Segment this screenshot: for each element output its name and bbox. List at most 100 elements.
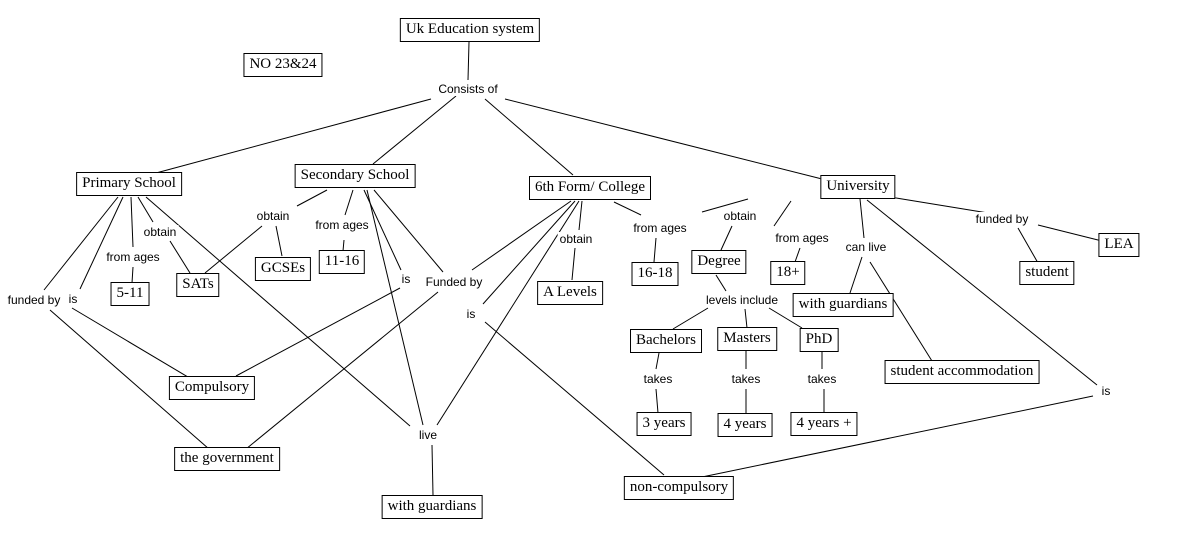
- connector-line: [773, 200, 792, 227]
- link-university-funded-by[interactable]: funded by: [973, 212, 1031, 226]
- connector-line: [436, 200, 580, 426]
- link-secondary-obtain[interactable]: obtain: [254, 209, 292, 223]
- concept-compulsory[interactable]: Compulsory: [168, 376, 256, 400]
- connector-line: [655, 388, 659, 414]
- link-masters-takes[interactable]: takes: [729, 372, 763, 386]
- concept-bachelors[interactable]: Bachelors: [630, 329, 702, 353]
- connector-line: [235, 287, 401, 377]
- concept-phd[interactable]: PhD: [799, 328, 839, 352]
- connector-line: [578, 200, 583, 231]
- connector-line: [245, 291, 439, 450]
- link-college-from-ages[interactable]: from ages: [631, 221, 689, 235]
- concept-4-years-plus[interactable]: 4 years +: [790, 412, 858, 436]
- link-primary-from-ages[interactable]: from ages: [104, 250, 162, 264]
- concept-university[interactable]: University: [820, 175, 896, 199]
- concept-ages-11-16[interactable]: 11-16: [318, 250, 366, 274]
- connector-line: [1017, 227, 1039, 264]
- connector-line: [869, 261, 933, 362]
- link-university-can-live[interactable]: can live: [843, 240, 889, 254]
- connector-line: [859, 198, 865, 239]
- concept-6th-form-college[interactable]: 6th Form/ College: [529, 176, 651, 200]
- concept-student[interactable]: student: [1019, 261, 1075, 285]
- connector-line: [204, 225, 263, 274]
- connector-line: [344, 189, 354, 216]
- connector-line: [484, 98, 574, 176]
- concept-primary-school[interactable]: Primary School: [76, 172, 182, 196]
- connector-line: [431, 444, 434, 496]
- connector-line: [744, 308, 748, 329]
- link-consists-of[interactable]: Consists of: [436, 82, 500, 96]
- connector-line: [672, 307, 709, 330]
- link-levels-include[interactable]: levels include: [703, 293, 781, 307]
- connector-line: [373, 189, 444, 273]
- link-university-is[interactable]: is: [1099, 384, 1113, 398]
- connector-line: [849, 256, 863, 294]
- concept-a-levels[interactable]: A Levels: [537, 281, 603, 305]
- link-university-from-ages[interactable]: from ages: [773, 231, 831, 245]
- link-primary-is[interactable]: is: [66, 292, 80, 306]
- concept-student-accommodation[interactable]: student accommodation: [884, 360, 1040, 384]
- concept-the-government[interactable]: the government: [174, 447, 280, 471]
- concept-gcses[interactable]: GCSEs: [254, 257, 312, 281]
- connector-line: [471, 200, 572, 271]
- link-funded-by[interactable]: Funded by: [423, 275, 485, 289]
- concept-lea[interactable]: LEA: [1098, 233, 1140, 257]
- link-university-obtain[interactable]: obtain: [721, 209, 759, 223]
- connector-line: [701, 395, 1094, 478]
- connector-line: [613, 201, 642, 216]
- concept-ages-16-18[interactable]: 16-18: [631, 262, 679, 286]
- connector-line: [889, 196, 989, 214]
- connector-line: [653, 237, 657, 263]
- connector-line: [131, 266, 134, 284]
- connector-line: [43, 196, 119, 291]
- link-live[interactable]: live: [416, 428, 440, 442]
- connector-line: [296, 189, 328, 207]
- link-primary-funded-by[interactable]: funded by: [5, 293, 63, 307]
- connector-line: [79, 196, 124, 290]
- connector-line: [275, 225, 283, 257]
- connector-line: [71, 307, 199, 384]
- connector-line: [484, 321, 665, 476]
- connector-line: [169, 240, 191, 274]
- concept-sats[interactable]: SATs: [176, 273, 220, 297]
- concept-uk-education-system[interactable]: Uk Education system: [399, 18, 541, 42]
- link-phd-takes[interactable]: takes: [805, 372, 839, 386]
- connector-line: [155, 98, 432, 174]
- connector-line: [467, 41, 470, 81]
- connector-line: [715, 274, 727, 292]
- concept-non-compulsory[interactable]: non-compulsory: [623, 476, 735, 500]
- concept-3-years[interactable]: 3 years: [636, 412, 692, 436]
- concept-no-23-24[interactable]: NO 23&24: [243, 53, 323, 77]
- connector-line: [571, 247, 576, 281]
- connector-line: [366, 189, 424, 426]
- link-secondary-from-ages[interactable]: from ages: [313, 218, 371, 232]
- concept-ages-5-11[interactable]: 5-11: [110, 282, 150, 306]
- connector-line: [701, 198, 749, 213]
- connector-line: [866, 199, 1098, 386]
- concept-degree[interactable]: Degree: [691, 250, 747, 274]
- connector-line: [504, 98, 827, 181]
- connector-line: [130, 196, 134, 248]
- connector-line: [372, 95, 457, 165]
- concept-secondary-school[interactable]: Secondary School: [294, 164, 416, 188]
- connector-line: [342, 239, 345, 252]
- concept-ages-18-plus[interactable]: 18+: [770, 261, 806, 285]
- connector-line: [720, 225, 733, 251]
- concept-with-guardians[interactable]: with guardians: [381, 495, 483, 519]
- link-college-is[interactable]: is: [464, 307, 478, 321]
- connector-line: [1037, 224, 1103, 242]
- concept-masters[interactable]: Masters: [717, 327, 777, 351]
- link-secondary-is[interactable]: is: [399, 272, 413, 286]
- concept-uni-with-guardians[interactable]: with guardians: [792, 293, 894, 317]
- connector-line: [145, 196, 411, 427]
- link-college-obtain[interactable]: obtain: [557, 232, 595, 246]
- connector-line: [482, 200, 576, 305]
- link-bachelors-takes[interactable]: takes: [641, 372, 675, 386]
- concept-4-years[interactable]: 4 years: [717, 413, 773, 437]
- connector-line: [137, 196, 154, 223]
- connector-line: [768, 307, 803, 329]
- link-primary-obtain[interactable]: obtain: [141, 225, 179, 239]
- connector-line: [794, 247, 801, 263]
